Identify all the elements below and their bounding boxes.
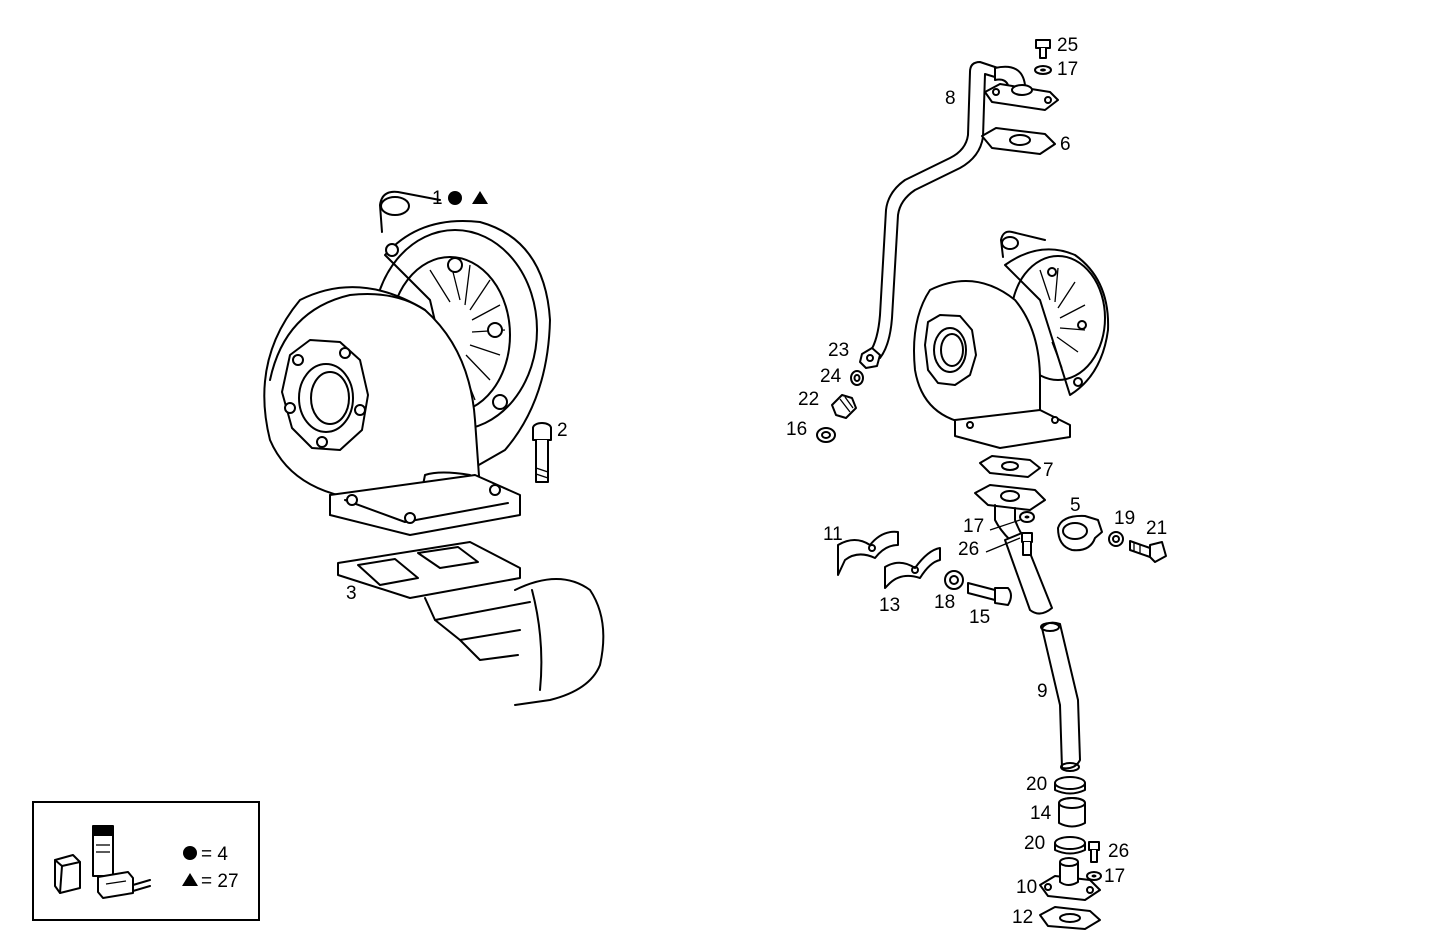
gasket-part-6	[981, 127, 1056, 155]
callout-10: 10	[1016, 877, 1037, 898]
callout-21: 21	[1146, 518, 1167, 539]
callout-2: 2	[557, 420, 568, 441]
hose-part-9	[1040, 621, 1081, 772]
callout-3: 3	[346, 583, 357, 604]
callout-23: 23	[828, 340, 849, 361]
legend-circle-symbol	[183, 846, 197, 860]
washer-part-24	[850, 370, 864, 386]
callout-20-lower: 20	[1024, 833, 1045, 854]
callout-13: 13	[879, 595, 900, 616]
circle-symbol	[448, 191, 462, 205]
leader-lines	[985, 519, 1021, 553]
washer-part-17-mid	[1019, 511, 1035, 523]
callout-25: 25	[1057, 35, 1078, 56]
callout-15: 15	[969, 607, 990, 628]
product-packages-icon	[54, 825, 151, 899]
legend-circle-value: = 4	[201, 844, 228, 865]
callout-16: 16	[786, 419, 807, 440]
clamp-part-5	[1057, 514, 1103, 552]
callout-17-lower: 17	[1104, 866, 1125, 887]
washer-part-18	[944, 570, 964, 590]
bolt-part-26-lower	[1088, 841, 1100, 863]
flange-part-10	[1039, 857, 1101, 901]
callout-26-mid: 26	[958, 539, 979, 560]
callout-12: 12	[1012, 907, 1033, 928]
banjo-fitting	[984, 83, 1059, 111]
hose-clip-part-20-upper	[1054, 776, 1086, 795]
callout-6: 6	[1060, 134, 1071, 155]
washer-part-16	[816, 427, 836, 443]
sleeve-part-14	[1058, 797, 1086, 828]
callout-1: 1	[432, 188, 443, 209]
callout-20-upper: 20	[1026, 774, 1047, 795]
drain-flange	[974, 484, 1053, 615]
bracket-part-13	[884, 547, 941, 589]
legend-triangle-value: = 27	[201, 871, 239, 892]
bolt-part-15	[967, 582, 1012, 606]
callout-24: 24	[820, 366, 842, 387]
callout-14: 14	[1030, 803, 1052, 824]
washer-part-19	[1108, 531, 1124, 547]
bolt-part-25	[1034, 39, 1052, 75]
gasket-part-12	[1039, 906, 1101, 930]
callout-9: 9	[1037, 681, 1048, 702]
callout-17-top: 17	[1057, 59, 1078, 80]
fitting-part-23	[859, 347, 881, 369]
turbocharger-right	[913, 230, 1110, 449]
callout-5: 5	[1070, 495, 1081, 516]
callout-17-mid: 17	[963, 516, 984, 537]
exhaust-manifold	[424, 578, 605, 706]
callout-19: 19	[1114, 508, 1135, 529]
triangle-symbol	[472, 191, 488, 204]
turbocharger-left	[263, 190, 551, 536]
bracket-part-11	[837, 530, 899, 576]
bolt-part-2	[532, 422, 552, 483]
hose-clip-part-20-lower	[1054, 836, 1086, 855]
callout-18: 18	[934, 592, 955, 613]
gasket-part-3	[337, 541, 521, 599]
legend-triangle-symbol	[182, 873, 198, 886]
callout-8: 8	[945, 88, 956, 109]
callout-26-lower: 26	[1108, 841, 1129, 862]
callout-11: 11	[823, 524, 843, 545]
washer-part-17-lower	[1086, 871, 1102, 881]
bolt-part-26-mid	[1021, 532, 1033, 556]
legend-box: = 4 = 27	[32, 801, 260, 921]
adapter-part-22	[831, 394, 857, 419]
callout-22: 22	[798, 389, 819, 410]
callout-7: 7	[1043, 460, 1054, 481]
gasket-part-7	[979, 455, 1041, 478]
bolt-part-21	[1129, 540, 1167, 563]
